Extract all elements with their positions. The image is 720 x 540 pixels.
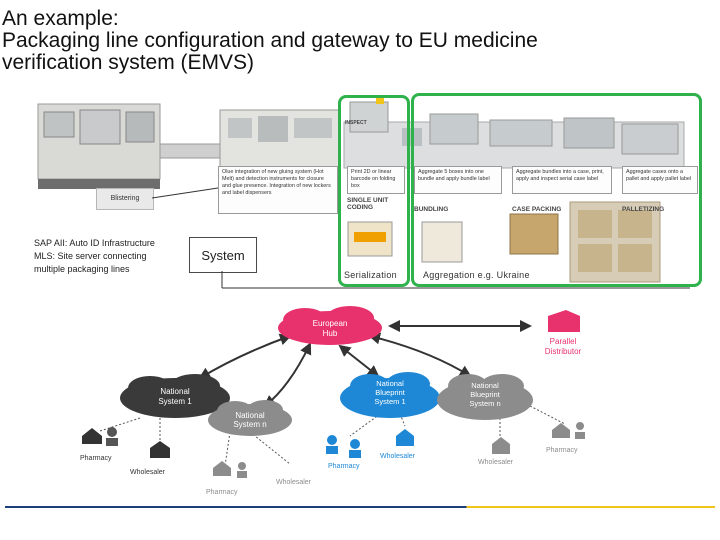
page-title: An example: Packaging line configuration… [2,8,718,74]
gluing-integration-callout: Olue integration of new gluing system (H… [218,166,338,214]
wholesaler-label-4: Wholesaler [478,459,514,466]
national-system-n-cloud [208,400,292,436]
blistering-box: Blistering [96,188,154,210]
title-line-1: An example: [2,7,119,30]
parallel-distributor-icon [548,310,580,332]
pharmacy-label-5: Pharmacy [546,447,578,454]
serialization-line-image [343,96,685,283]
title-line-3: verification system (EMVS) [2,51,255,74]
aggregation-label: Aggregation e.g. Ukraine [423,270,530,280]
national1-label-1: National [160,387,190,396]
pharmacy-icon-2 [213,461,247,478]
aggregate-cases-callout: Aggregate cases onto a pallet and apply … [622,166,698,194]
national-system-1-cloud [120,374,230,418]
hub-label-1: European [313,319,348,328]
blueprint-system-1-cloud [340,372,440,418]
parallel-label-1: Parallel [550,337,577,346]
parallel-label-2: Distributor [545,347,582,356]
stage-palletizing: PALLETIZING [622,206,665,213]
pharmacy-label-1: Pharmacy [80,455,112,462]
packaging-line-illustration [37,96,685,283]
pharmacy-label-2: Pharmacy [206,489,238,496]
blueprint-system-n-cloud [437,374,533,420]
wholesaler-icon-4 [492,437,510,454]
stage-bundling: BUNDLING [414,206,449,213]
stage-case-packing: CASE PACKING [512,206,562,213]
print-barcode-callout: Print 2D or linear barcode on folding bo… [347,166,405,194]
blueprintn-label-3: System n [469,399,500,408]
pharmacy-icon-1 [82,427,118,446]
aggregate-bundles-callout: Aggregate bundles into a case, print, ap… [512,166,612,194]
pharmacy-icon-5 [552,422,585,439]
pharmacy-label-3: Pharmacy [328,463,360,470]
sap-line-3: multiple packaging lines [34,264,130,274]
blueprintn-label-2: Blueprint [470,390,501,399]
stage-inspect: INSPECT [345,120,367,126]
blueprint1-label-1: National [376,379,404,388]
sap-line-1: SAP AII: Auto ID Infrastructure [34,238,155,248]
blueprint1-label-3: System 1 [374,397,405,406]
wholesaler-label-2: Wholesaler [276,479,312,486]
nationaln-label-2: System n [233,420,266,429]
sap-description: SAP AII: Auto ID Infrastructure MLS: Sit… [34,237,184,276]
emvs-network-diagram: European Hub National System 1 National … [80,306,585,496]
serialization-label: Serialization [344,270,397,280]
serialization-frame [338,95,410,287]
system-box: System [189,237,257,273]
stage-single-unit-coding: SINGLE UNIT CODING [347,197,389,211]
sap-line-2: MLS: Site server connecting [34,251,147,261]
hub-label-2: Hub [323,329,338,338]
blister-machine-image [37,103,221,189]
european-hub-cloud [278,306,382,345]
pharmacy-icon-3 [326,435,361,458]
wholesaler-label-3: Wholesaler [380,453,416,460]
aggregate-boxes-callout: Aggregate 5 boxes into one bundle and ap… [414,166,502,194]
wholesaler-icon-1 [150,441,170,458]
title-line-2: Packaging line configuration and gateway… [2,29,538,52]
nationaln-label-1: National [235,411,265,420]
connector-lines [151,187,690,289]
aggregation-frame [411,93,702,287]
wholesaler-icon-3 [396,429,414,446]
wholesaler-label-1: Wholesaler [130,469,166,476]
blueprintn-label-1: National [471,381,499,390]
blueprint1-label-2: Blueprint [375,388,406,397]
footer-rule [5,506,715,508]
national1-label-2: System 1 [158,397,192,406]
